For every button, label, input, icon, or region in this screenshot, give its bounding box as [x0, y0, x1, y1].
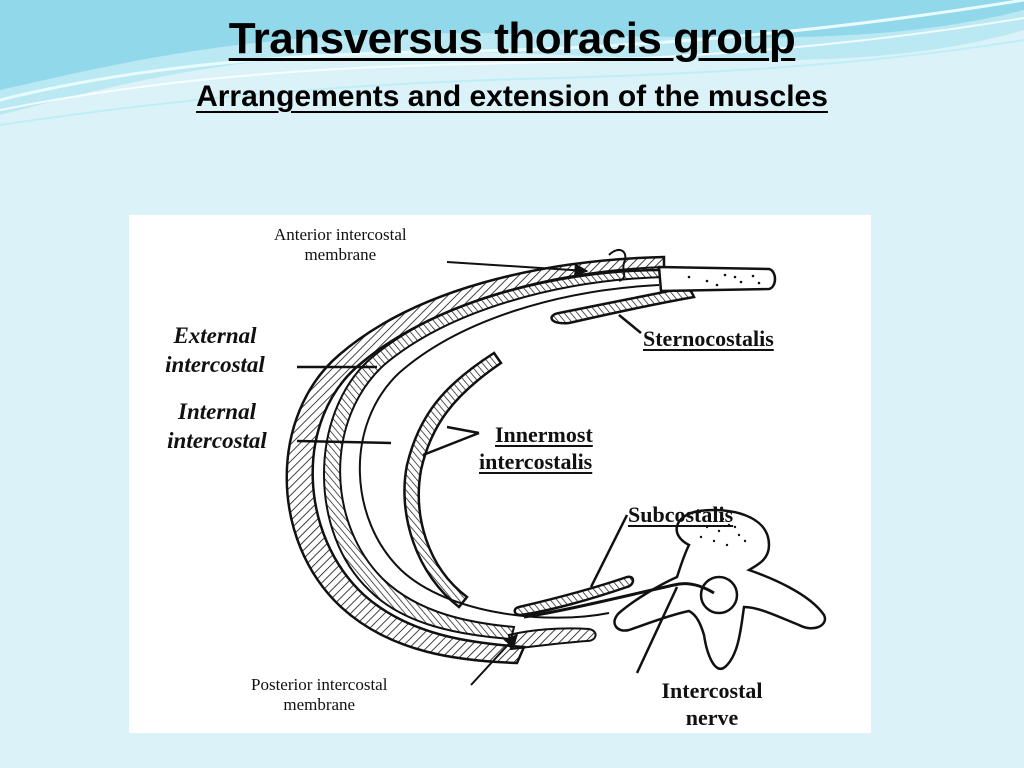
- label-internal-intercostal: Internal intercostal: [133, 397, 301, 455]
- label-internal-line-2: intercostal: [167, 428, 267, 453]
- header-wave-decoration: [0, 0, 1024, 126]
- slide-subtitle: Arrangements and extension of the muscle…: [196, 80, 828, 113]
- slide-title: Transversus thoracis group: [228, 14, 796, 63]
- label-posterior-intercostal-membrane: Posterior intercostal membrane: [251, 675, 387, 715]
- posterior-segment: [507, 627, 597, 651]
- label-nerve-line-2: nerve: [685, 705, 739, 730]
- label-anterior-line-2: membrane: [304, 245, 377, 264]
- subcostalis-band: [513, 575, 635, 617]
- label-external-line-1: External: [173, 323, 257, 348]
- label-posterior-line-2: membrane: [283, 695, 356, 714]
- label-anterior-intercostal-membrane: Anterior intercostal membrane: [274, 225, 407, 265]
- label-anterior-line-1: Anterior intercostal: [274, 225, 407, 244]
- label-subcostalis: Subcostalis: [628, 502, 734, 527]
- intercostal-muscles-diagram: Anterior intercostal membrane External i…: [129, 215, 871, 733]
- label-innermost-intercostalis: Innermost intercostalis: [479, 421, 593, 475]
- costal-cartilage: [657, 265, 777, 293]
- intercostal-nerve-path: [523, 582, 715, 619]
- label-nerve-line-1: Intercostal: [661, 678, 763, 703]
- label-innermost-line-1: Innermost: [495, 422, 593, 447]
- sternocostalis-band: [550, 285, 696, 325]
- label-intercostal-nerve: Intercostal nerve: [627, 677, 797, 731]
- innermost-intercostalis-band: [403, 351, 503, 609]
- label-external-line-2: intercostal: [165, 352, 265, 377]
- label-internal-line-1: Internal: [178, 399, 256, 424]
- label-external-intercostal: External intercostal: [135, 321, 295, 379]
- external-intercostal-band: [285, 255, 666, 665]
- label-innermost-line-2: intercostalis: [479, 449, 593, 474]
- rib-line: [358, 284, 660, 619]
- diagram-drawing: [285, 248, 827, 686]
- label-sternocostalis: Sternocostalis: [643, 326, 774, 351]
- label-posterior-line-1: Posterior intercostal: [251, 675, 388, 694]
